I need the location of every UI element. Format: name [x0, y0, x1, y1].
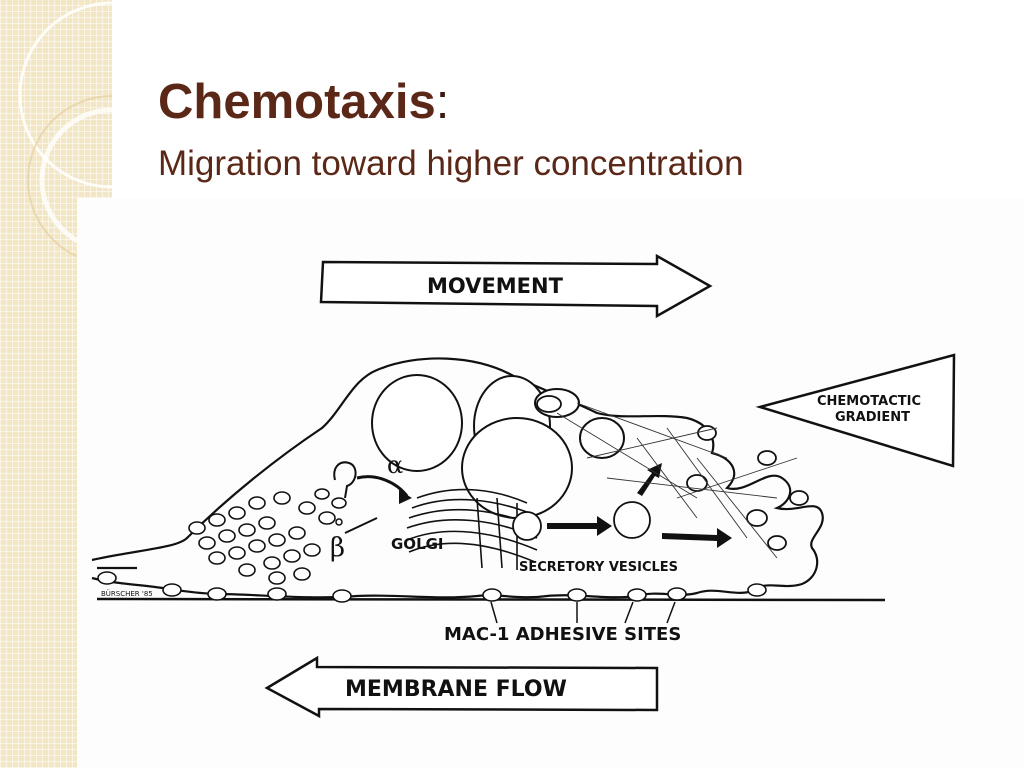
membrane-flow-arrow: MEMBRANE FLOW: [264, 655, 659, 719]
alpha-arrowhead: [399, 490, 412, 504]
slide-subtitle: Migration toward higher concentration: [158, 144, 744, 183]
alpha-arrow: [356, 475, 409, 497]
secretory-vesicles-label: SECRETORY VESICLES: [519, 560, 678, 575]
title-text: Chemotaxis: [158, 75, 436, 129]
small-dot: [335, 518, 343, 526]
question-curve: [333, 461, 357, 499]
gradient-label-line1: CHEMOTACTIC: [817, 394, 921, 409]
decorative-circles: [18, 1, 112, 265]
vesicle-arrows: [547, 463, 732, 548]
movement-label: MOVEMENT: [427, 274, 564, 298]
adhesive-pointers: [490, 601, 676, 624]
beta-symbol: β: [330, 533, 345, 563]
gradient-label-line2: GRADIENT: [835, 410, 910, 425]
granules: [188, 488, 347, 585]
adhesive-sites-label: MAC-1 ADHESIVE SITES: [444, 624, 681, 645]
alpha-symbol: α: [387, 451, 403, 479]
membrane-flow-label: MEMBRANE FLOW: [345, 677, 567, 702]
chemotactic-gradient-triangle: CHEMOTACTIC GRADIENT: [755, 353, 956, 468]
cell-body: [91, 357, 824, 599]
slide-title: Chemotaxis:: [158, 78, 449, 127]
golgi-label: GOLGI: [391, 535, 444, 553]
title-colon: :: [435, 75, 450, 129]
artist-signature: BÜRSCHER '85: [101, 589, 153, 598]
beta-arrow: [344, 517, 378, 534]
filament-network: [556, 402, 798, 559]
adhesive-sites: [97, 571, 767, 603]
secretory-vesicles: [512, 395, 809, 551]
large-vacuoles: [371, 374, 625, 519]
chemotaxis-diagram: MOVEMENT CHEMOTACTIC GRADIENT: [77, 198, 1024, 768]
diagram-drawing: MOVEMENT CHEMOTACTIC GRADIENT: [91, 253, 956, 719]
movement-arrow: MOVEMENT: [319, 253, 713, 319]
